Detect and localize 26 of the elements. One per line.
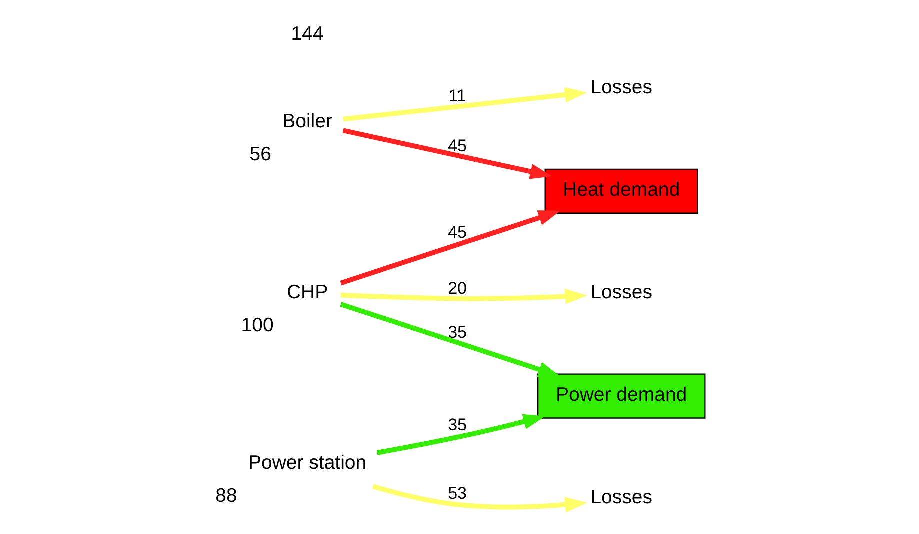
node-label: 56 bbox=[249, 144, 271, 166]
arrow bbox=[342, 87, 587, 122]
edge-label: 11 bbox=[448, 86, 466, 106]
node-text: Losses bbox=[590, 281, 652, 304]
edge-label: 35 bbox=[448, 322, 467, 342]
node-text: Losses bbox=[590, 76, 652, 99]
node-text: Power station bbox=[248, 452, 366, 474]
edge-label: 35 bbox=[448, 416, 467, 435]
node-label: 100 bbox=[240, 314, 274, 336]
node-box: Power demand bbox=[536, 374, 706, 419]
arrow bbox=[376, 414, 546, 456]
edge-label: 20 bbox=[448, 279, 467, 298]
edge-label: 45 bbox=[448, 136, 467, 156]
node-text: Losses bbox=[590, 486, 652, 508]
label: 144 bbox=[290, 22, 324, 45]
node-label: 88 bbox=[215, 485, 237, 508]
arrow bbox=[340, 288, 587, 304]
arrow bbox=[340, 210, 560, 286]
node-text: CHP bbox=[286, 281, 328, 304]
edge-label: 45 bbox=[448, 222, 467, 242]
arrow bbox=[342, 128, 552, 180]
arrow bbox=[372, 484, 587, 513]
node-text: Boiler bbox=[282, 110, 332, 133]
edge-label: 53 bbox=[448, 484, 467, 503]
node-box: Heat demand bbox=[544, 168, 698, 214]
arrow bbox=[340, 302, 560, 378]
